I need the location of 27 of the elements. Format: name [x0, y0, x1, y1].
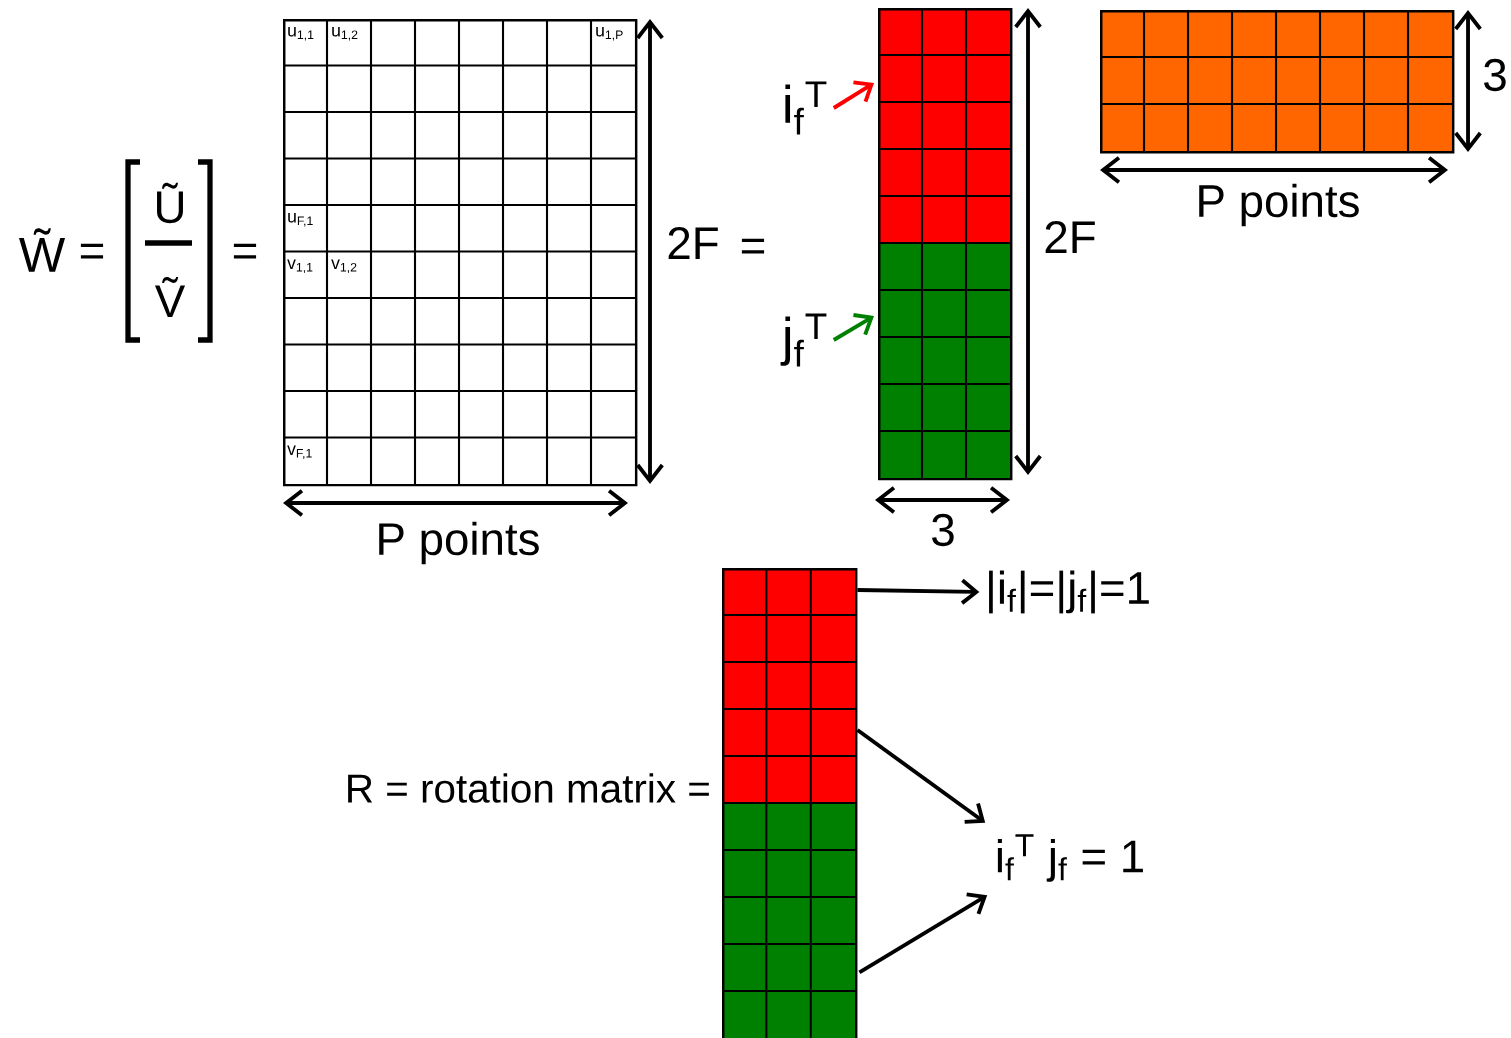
matrix-grid — [283, 19, 638, 487]
math-label: W̃ — [19, 228, 66, 272]
matrix-grid — [722, 568, 858, 1038]
math-label: Ũ — [157, 182, 183, 224]
arrow — [856, 728, 986, 824]
matrix-grid — [878, 8, 1013, 481]
cell-label: u$_{1,1}$ — [288, 27, 314, 41]
arrow — [832, 313, 874, 342]
formula-text: |i$_{f}$|=|j$_{f}$|=1 — [989, 570, 1149, 614]
cell-label: v$_{1,2}$ — [331, 259, 357, 274]
cell-label: v$_{F,1}$ — [287, 445, 312, 460]
cell-label: u$_{1,2}$ — [332, 27, 358, 41]
math-label: 2F — [1045, 221, 1095, 253]
matrix-grid — [1100, 10, 1455, 154]
cell-label: v$_{1,1}$ — [287, 259, 313, 274]
arrow — [832, 80, 874, 110]
formula-text: i$_{f}$T — [785, 81, 827, 135]
arrow — [857, 578, 980, 605]
formula-text: i$_{f}$$^{T}$ j$_{f}$ = 1 — [997, 834, 1143, 882]
math-label: 3 — [932, 513, 954, 547]
arrow — [858, 892, 988, 975]
math-label: = — [741, 238, 765, 254]
math-label: = — [80, 243, 104, 259]
formula-text: j$_{f}$T — [780, 313, 827, 367]
math-label: Ṽ — [154, 276, 186, 318]
cell-label: u$_{F,1}$ — [288, 213, 313, 227]
cell-label: u$_{1,P}$ — [596, 27, 623, 41]
